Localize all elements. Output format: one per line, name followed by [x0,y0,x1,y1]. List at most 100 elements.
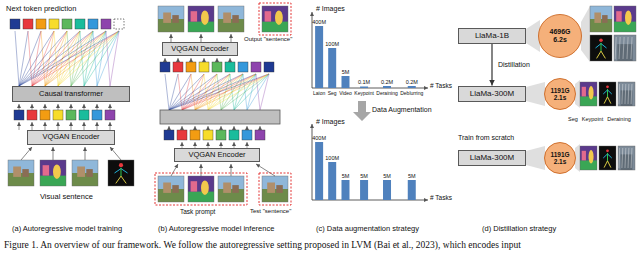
seg-background [188,176,214,202]
attention-line [169,74,256,110]
text-label: Train from scratch [458,134,514,142]
attention-line [84,31,119,86]
visual-token [36,19,46,29]
highlight-frame [259,3,291,35]
seg-ground [188,192,214,202]
bar [315,142,323,200]
task-label: Keypoint [354,91,373,97]
flow-arrow [97,104,98,110]
rain-background [618,146,635,170]
building [172,15,179,23]
process-box: LlaMa-300M [458,150,526,166]
flow-arrow [71,104,72,110]
image-thumbnail [262,6,288,32]
attention-line [19,31,106,86]
visual-token [27,110,37,120]
building [594,13,601,23]
building [163,13,171,23]
seg-background [262,6,288,32]
image-thumbnail [262,176,288,202]
flow-arrow [84,104,85,110]
flow-arrow [169,126,170,130]
seg-object [201,180,209,195]
bar [315,26,323,88]
rain-streak [618,148,620,168]
building [232,15,239,23]
empty-token [114,19,124,29]
flow-arrow [234,126,235,130]
text-stack: 4696G 6.2s [549,28,570,43]
bar-value: 400M [312,135,326,141]
flow-arrow [32,122,33,130]
node-text: 1191G 2.1s [550,87,569,101]
visual-token [101,19,111,29]
bar [341,76,349,88]
connector-arrow [491,44,492,86]
bar [328,48,336,88]
visual-token [160,62,170,72]
flow-arrow [260,126,261,130]
image-border [218,176,244,202]
task-name-row: SegKeypointDeraining [568,116,631,122]
visual-token [229,130,239,140]
task-label: Deraining [376,91,397,97]
flow-arrow [191,58,192,62]
text-label: # Tasks [430,82,452,89]
building [602,15,608,23]
image-border [599,82,616,106]
text-label: (d) Distillation strategy [482,225,556,234]
seg-ground [40,176,66,186]
flow-arrow [58,122,59,130]
text-label: Next token prediction [6,5,76,14]
seg-ground [262,22,288,32]
image-border [618,146,635,170]
node-text: 1191G 2.1s [550,151,569,165]
seg-object [589,86,594,99]
building [13,167,21,177]
seg-object [582,87,586,97]
bar [383,86,391,88]
visual-token [177,130,187,140]
bar [408,86,416,88]
highlight-frame [259,173,291,205]
node-text: LlaMa-300M [470,90,514,99]
connection-fan [526,20,540,52]
seg-object [616,11,622,21]
circle-shape [545,79,576,110]
flow-arrow [231,34,232,42]
visual-token [164,130,174,140]
seg-object [582,151,586,161]
process-box: VQGAN Encoder [174,148,260,162]
building [232,185,239,193]
bar [341,180,349,200]
building [163,183,171,193]
image-thumbnail [599,146,616,170]
visual-token [203,130,213,140]
image-border [614,6,636,32]
rain-streak [623,37,624,59]
visual-token [199,62,209,72]
text-label: Test "sentence" [250,208,291,215]
task-label: Seg [328,91,337,97]
attention-line [247,74,269,110]
image-thumbnail [614,6,636,32]
flow-arrow [110,122,111,130]
building [77,167,85,177]
image-thumbnail [108,160,134,186]
visual-token [225,62,235,72]
text-label: (b) Autoregressive model inference [158,225,274,234]
seg-object [201,10,209,25]
visual-token [216,130,226,140]
task-label: Seg [568,116,578,122]
building [276,185,283,193]
building [223,183,231,193]
visual-token [255,130,265,140]
rain-streak [627,37,628,59]
task-label: Keypoint [582,116,603,122]
image-thumbnail [580,146,597,170]
flow-arrow [165,58,166,62]
rain-background [614,35,636,61]
attention-line [19,31,54,86]
flow-arrow [195,126,196,130]
transformer-block [160,110,280,124]
